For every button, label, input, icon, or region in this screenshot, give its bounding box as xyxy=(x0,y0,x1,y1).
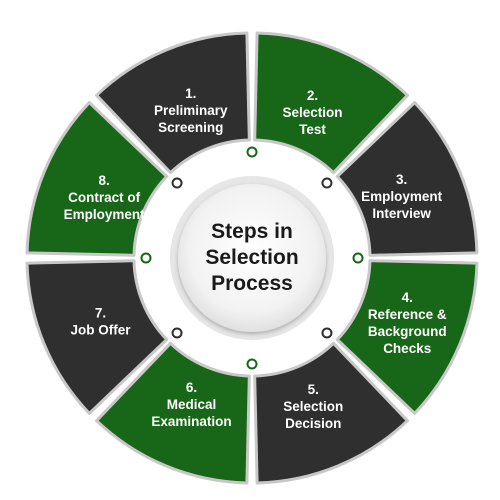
center-title-line-1: Steps in xyxy=(211,220,293,243)
step-6-label-line-2: Examination xyxy=(151,414,231,429)
center-title-line-3: Process xyxy=(211,272,293,295)
connector-dot-6 xyxy=(171,327,183,339)
step-2-label-line-1: Selection xyxy=(282,105,342,120)
connector-dot-5 xyxy=(246,358,258,370)
step-8-label-line-1: Contract of xyxy=(68,190,141,205)
connector-dot-8 xyxy=(171,177,183,189)
center-title-line-2: Selection xyxy=(205,246,298,269)
connector-dot-7 xyxy=(140,252,152,264)
connector-dot-4 xyxy=(321,327,333,339)
step-5-number: 5. xyxy=(308,382,319,397)
step-8-number: 8. xyxy=(99,173,110,188)
center-circle xyxy=(178,184,326,332)
connector-dot-2 xyxy=(321,177,333,189)
step-8-label-line-2: Employment xyxy=(64,207,146,222)
step-3-number: 3. xyxy=(396,172,407,187)
step-3-label-line-1: Employment xyxy=(361,189,443,204)
step-6-number: 6. xyxy=(186,380,197,395)
step-2-number: 2. xyxy=(307,88,318,103)
step-1-number: 1. xyxy=(185,86,196,101)
step-1-label-line-2: Screening xyxy=(158,120,223,135)
step-segment-7 xyxy=(25,259,169,415)
step-5-label-line-1: Selection xyxy=(283,399,343,414)
step-4-label-line-3: Checks xyxy=(383,341,431,356)
step-segment-6 xyxy=(95,341,251,485)
step-segment-2 xyxy=(253,31,409,175)
step-4-number: 4. xyxy=(402,290,413,305)
step-segment-5 xyxy=(253,341,409,485)
step-segment-8 xyxy=(25,101,169,257)
step-5-label-line-2: Decision xyxy=(285,416,341,431)
step-7-label-line-1: Job Offer xyxy=(70,322,131,337)
step-4-label-line-1: Reference & xyxy=(368,307,447,322)
step-7-number: 7. xyxy=(95,305,106,320)
step-3-label-line-2: Interview xyxy=(372,206,431,221)
connector-dot-3 xyxy=(352,252,364,264)
step-segment-1 xyxy=(95,31,251,175)
step-segment-3 xyxy=(335,101,479,257)
step-4-label-line-2: Background xyxy=(368,324,447,339)
step-6-label-line-1: Medical xyxy=(167,397,217,412)
step-1-label-line-1: Preliminary xyxy=(154,103,228,118)
step-2-label-line-2: Test xyxy=(299,122,326,137)
connector-dot-1 xyxy=(246,146,258,158)
step-segment-4 xyxy=(335,259,479,415)
